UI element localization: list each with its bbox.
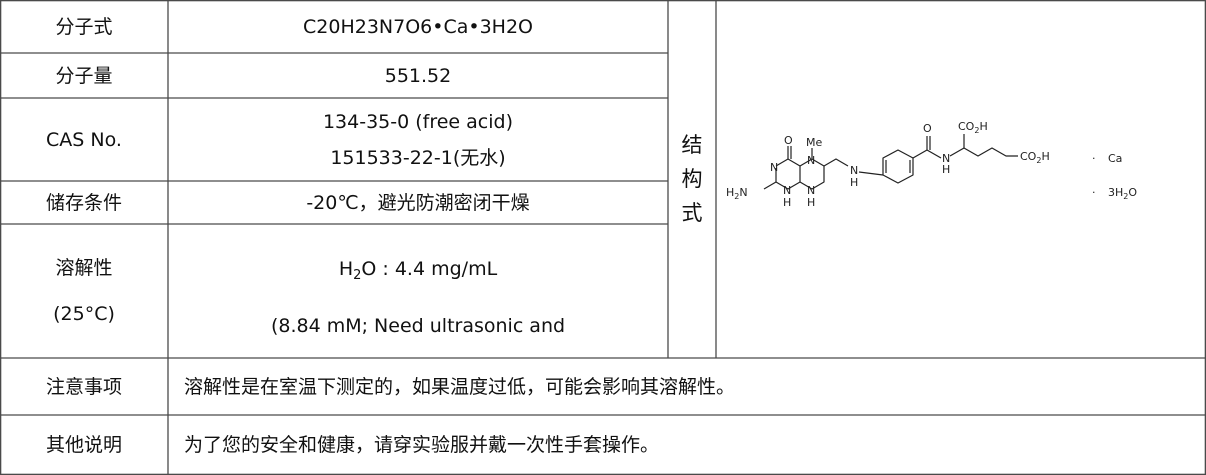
notes-value: 溶解性是在室温下测定的，如果温度过低，可能会影响其溶解性。 [184, 375, 736, 398]
notes-label: 注意事项 [45, 375, 122, 398]
solubility-label-text: 溶解性 [55, 257, 113, 279]
atom-nh-linker: N [850, 164, 858, 177]
structure-label-char-3: 式 [681, 201, 703, 225]
solubility-temperature: (25°C) [53, 303, 115, 325]
atom-n5: N [807, 154, 815, 167]
atom-oxygen-amide: O [923, 122, 932, 135]
structure-label: 结 构 式 [668, 0, 716, 358]
solubility-note-line: (8.84 mM; Need ultrasonic and [270, 315, 566, 337]
water-h: H [338, 258, 354, 280]
cas-label: CAS No. [46, 128, 122, 151]
atom-nh-amide-h: H [942, 163, 950, 176]
weight-label: 分子量 [55, 64, 113, 87]
cas-anhydrous: 151533-22-1(无水) [330, 146, 506, 169]
solubility-label: 溶解性 (25°C) [0, 224, 168, 358]
other-label: 其他说明 [45, 434, 122, 456]
structure-label-char-2: 构 [681, 167, 703, 191]
atom-amino: H2N [726, 186, 748, 201]
solubility-water-line: H2O : 4.4 mg/mL [339, 244, 497, 301]
salt-calcium: Ca [1108, 152, 1122, 165]
weight-value: 551.52 [384, 64, 452, 87]
atom-n3: N [770, 161, 778, 174]
atom-n8h-h: H [807, 196, 815, 209]
storage-value: -20℃，避光防潮密闭干燥 [306, 191, 530, 214]
structure-label-char-1: 结 [681, 133, 703, 157]
cas-value: 134-35-0 (free acid) 151533-22-1(无水) [168, 98, 668, 181]
formula-label: 分子式 [55, 15, 113, 38]
atom-oxygen-ketone: O [784, 134, 793, 147]
atom-nh-linker-h: H [850, 176, 858, 189]
atom-n8h: N [807, 184, 815, 197]
atom-n1h-h: H [783, 196, 791, 209]
storage-label: 储存条件 [45, 191, 122, 214]
formula-value: C20H23N7O6•Ca•3H2O [303, 15, 533, 38]
salt-water: 3H2O [1108, 186, 1137, 201]
chemical-structure-diagram: O Me N N H2N N H N H N H O N H CO2H CO2H… [726, 120, 1137, 209]
salt-dot-2: · [1092, 186, 1096, 199]
salt-dot-1: · [1092, 152, 1096, 165]
atom-carboxyl-gamma: CO2H [1020, 150, 1050, 165]
water-subscript: 2 [353, 268, 362, 283]
water-solubility-value: O : 4.4 mg/mL [361, 258, 498, 280]
cas-free-acid: 134-35-0 (free acid) [322, 110, 514, 133]
other-value: 为了您的安全和健康，请穿实验服并戴一次性手套操作。 [184, 434, 660, 456]
atom-nh-amide: N [942, 152, 950, 165]
atom-methyl: Me [806, 136, 822, 149]
atom-n1h: N [783, 184, 791, 197]
atom-carboxyl-alpha: CO2H [958, 120, 988, 135]
solubility-value: H2O : 4.4 mg/mL (8.84 mM; Need ultrasoni… [168, 224, 668, 358]
